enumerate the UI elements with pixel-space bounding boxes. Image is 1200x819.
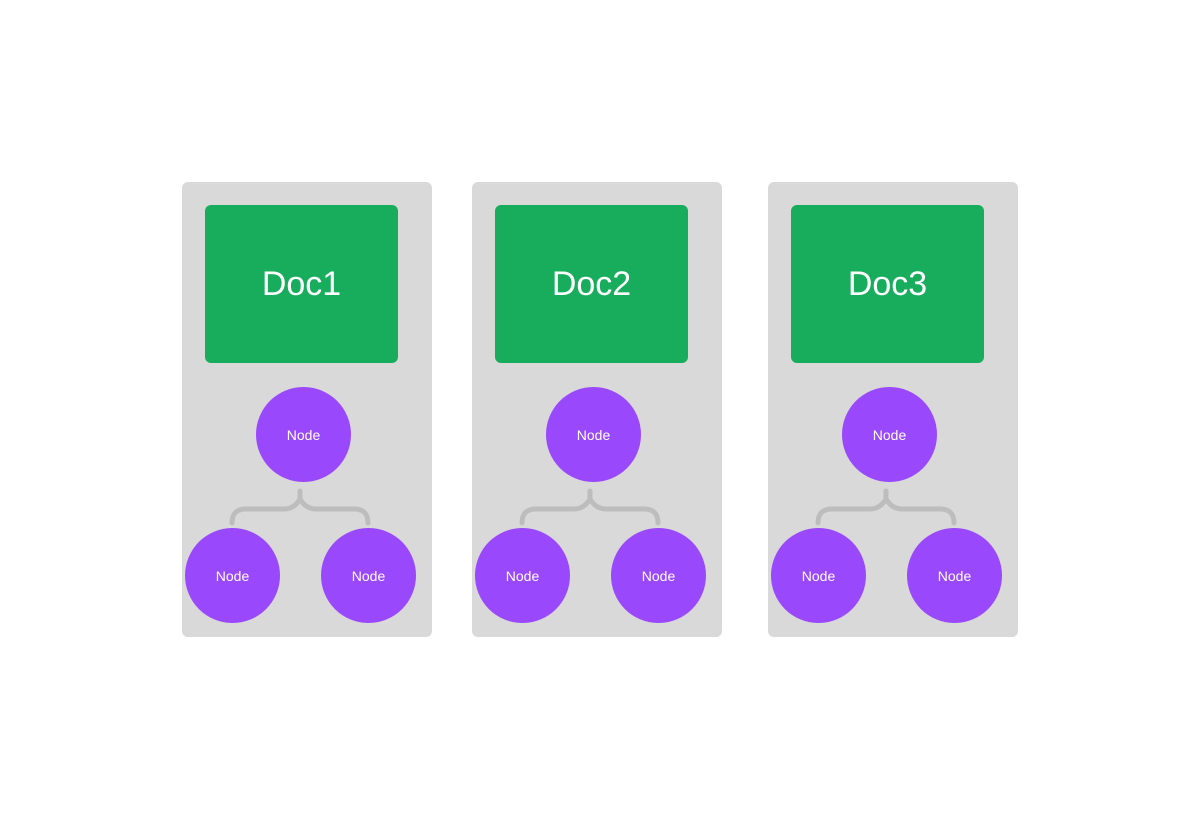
child-node-1b: Node [321,528,416,623]
root-node-2: Node [546,387,641,482]
child-node-3a: Node [771,528,866,623]
child-node-2a: Node [475,528,570,623]
child-node-3b: Node [907,528,1002,623]
document-box-3: Doc3 [791,205,984,363]
tree-connector-1 [229,488,371,526]
document-box-1: Doc1 [205,205,398,363]
document-card-1: Doc1 Node Node Node [182,182,432,637]
root-node-3: Node [842,387,937,482]
tree-connector-2 [519,488,661,526]
child-node-1a: Node [185,528,280,623]
child-node-2b: Node [611,528,706,623]
document-card-2: Doc2 Node Node Node [472,182,722,637]
tree-connector-3 [815,488,957,526]
document-card-3: Doc3 Node Node Node [768,182,1018,637]
document-box-2: Doc2 [495,205,688,363]
root-node-1: Node [256,387,351,482]
